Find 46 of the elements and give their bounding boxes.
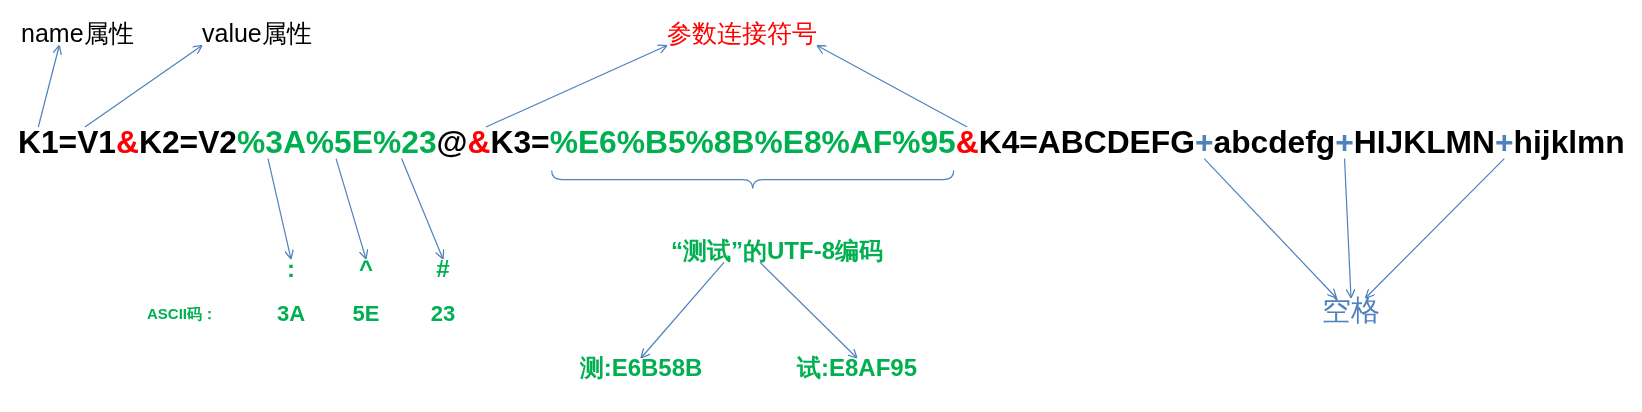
- arrow: [1364, 157, 1505, 299]
- arrow: [400, 157, 445, 260]
- plus-symbol: +: [1495, 124, 1514, 161]
- encoding-label: “测试”的UTF-8编码: [671, 238, 883, 265]
- code-value: 试:E8AF95: [796, 355, 917, 382]
- separator-label: 参数连接符号: [667, 20, 817, 48]
- arrow: [267, 157, 294, 260]
- code-value: 23: [430, 302, 456, 327]
- arrow: [84, 44, 203, 128]
- code-value: 5E: [352, 302, 380, 327]
- ampersand-symbol: &: [955, 124, 979, 161]
- query-text: K4=ABCDEFG: [978, 124, 1195, 161]
- arrow: [640, 261, 725, 359]
- arrow: [485, 44, 668, 128]
- encoded-text: %E6%B5%8B%E8%AF%95: [549, 124, 956, 161]
- attribute-label: name属性: [21, 20, 134, 48]
- symbol-text: #: [436, 256, 450, 283]
- code-value: 3A: [276, 302, 306, 327]
- query-text: K3=: [490, 124, 550, 161]
- query-text: K1: [18, 124, 59, 161]
- encoded-text: %23: [372, 124, 437, 161]
- symbol-text: ^: [359, 256, 373, 283]
- encoded-text: %3A: [237, 124, 306, 161]
- query-text: V1: [77, 124, 117, 161]
- caption-text: ASCII码：: [147, 306, 217, 323]
- arrow: [335, 157, 369, 260]
- symbol-text: :: [287, 256, 295, 283]
- plus-symbol: +: [1194, 124, 1214, 161]
- arrow: [1343, 157, 1356, 299]
- query-text: HIJKLMN: [1353, 124, 1495, 161]
- query-text: hijklmn: [1513, 124, 1625, 161]
- ampersand-symbol: &: [116, 124, 139, 161]
- attribute-label: value属性: [202, 20, 312, 48]
- query-text: @: [436, 124, 468, 161]
- arrow: [759, 261, 858, 359]
- query-text: =: [58, 124, 78, 161]
- arrow: [1203, 157, 1338, 299]
- arrow: [37, 44, 62, 128]
- code-value: 测:E6B58B: [579, 355, 703, 382]
- arrow: [816, 44, 968, 128]
- query-text: abcdefg: [1213, 124, 1336, 161]
- plus-symbol: +: [1335, 124, 1354, 161]
- ampersand-symbol: &: [467, 124, 491, 161]
- query-text: K2=V2: [139, 124, 237, 161]
- encoded-text: %5E: [305, 124, 373, 161]
- space-label: 空格: [1322, 295, 1380, 327]
